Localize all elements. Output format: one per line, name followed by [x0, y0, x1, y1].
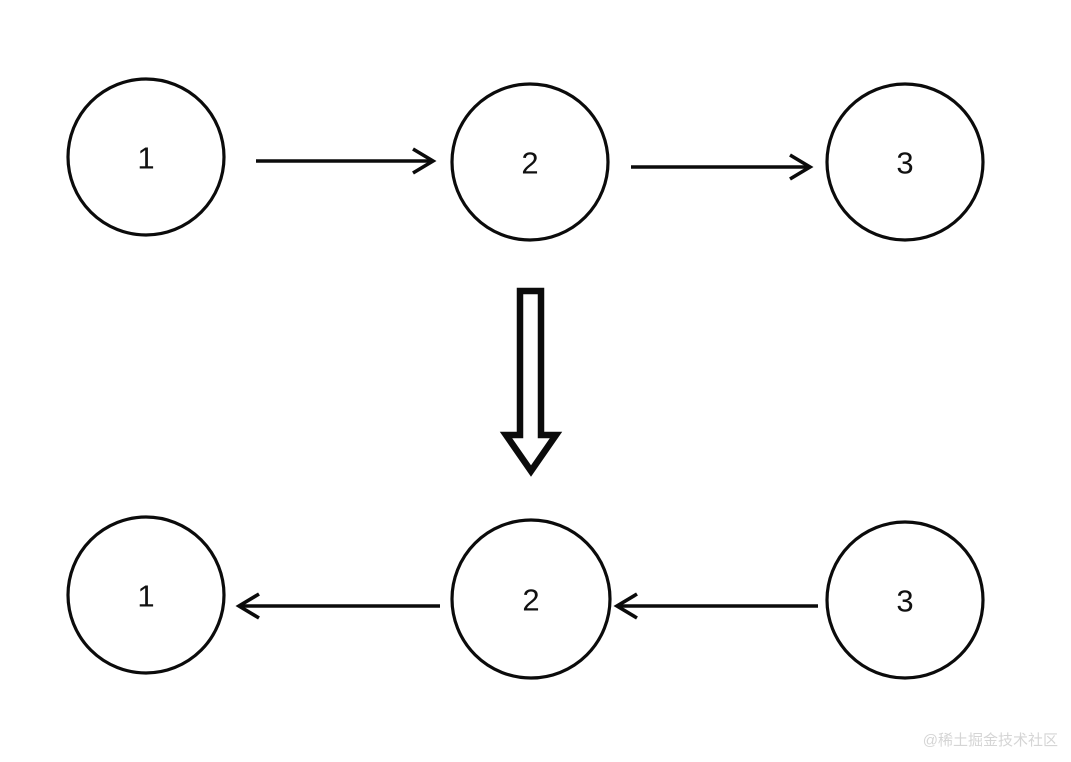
node-label: 2 [521, 146, 538, 181]
node-label: 1 [137, 141, 154, 176]
row-after: 1 2 3 [66, 515, 985, 680]
arrowhead-right-icon [412, 147, 437, 175]
arrowhead-right-icon [789, 153, 814, 181]
node-label: 2 [522, 583, 539, 618]
edge-after-2-to-1 [235, 592, 440, 620]
node-label: 3 [896, 146, 913, 181]
node-before-3[interactable]: 3 [825, 82, 985, 242]
node-before-2[interactable]: 2 [450, 82, 610, 242]
node-label: 3 [896, 584, 913, 619]
transform-block-arrow [499, 287, 563, 477]
node-circle[interactable] [450, 518, 612, 680]
node-label: 1 [137, 579, 154, 614]
node-circle[interactable] [825, 82, 985, 242]
edge-after-3-to-2 [613, 592, 818, 620]
watermark-label: @稀土掘金技术社区 [923, 732, 1058, 749]
node-circle[interactable] [825, 520, 985, 680]
down-block-arrow-icon [499, 287, 563, 477]
node-circle[interactable] [66, 77, 226, 237]
arrowhead-left-icon [235, 592, 260, 620]
node-circle[interactable] [66, 515, 226, 675]
row-before: 1 2 3 [66, 77, 985, 242]
arrowhead-left-icon [613, 592, 638, 620]
edge-before-1-to-2 [256, 147, 437, 175]
node-before-1[interactable]: 1 [66, 77, 226, 237]
node-after-2[interactable]: 2 [450, 518, 612, 680]
node-after-3[interactable]: 3 [825, 520, 985, 680]
node-circle[interactable] [450, 82, 610, 242]
node-after-1[interactable]: 1 [66, 515, 226, 675]
edge-before-2-to-3 [631, 153, 814, 181]
